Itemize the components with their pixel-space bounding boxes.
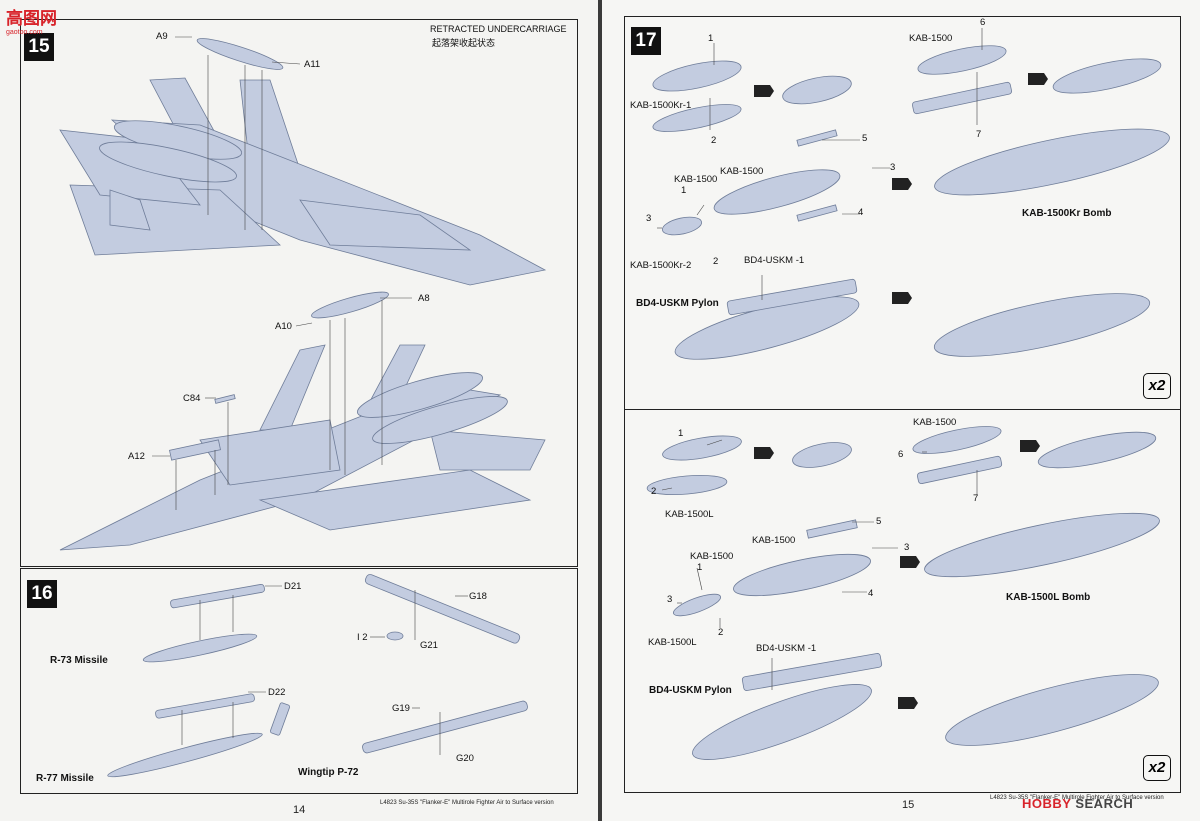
lower-part-3: 3: [904, 542, 910, 553]
step-number-15: 15: [24, 33, 54, 61]
right-page: 17: [602, 0, 1200, 821]
part-a9: A9: [156, 31, 168, 42]
upper-kab1500-top: KAB-1500: [909, 33, 953, 44]
step17-frame: [624, 16, 1181, 793]
lower-part-6: 6: [898, 449, 904, 460]
lower-qty-badge: x2: [1143, 755, 1171, 781]
step16-drawing: [107, 574, 528, 778]
lower-kab1500l: KAB-1500L: [665, 509, 714, 520]
left-page: 15 RETRACTED UNDERCARRIAGE 起落架收起状态: [0, 0, 598, 821]
upper-pylon-part: BD4-USKM -1: [744, 255, 805, 266]
r73-label: R-73 Missile: [50, 655, 108, 666]
upper-bomb-name: KAB-1500Kr Bomb: [1022, 208, 1112, 219]
part-a8: A8: [418, 293, 430, 304]
step17-divider: [624, 409, 1181, 410]
upper-part-3: 3: [890, 162, 896, 173]
upper-kab1500kr2: KAB-1500Kr-2: [630, 260, 692, 271]
step17-drawing: [646, 28, 1170, 760]
step-number-17: 17: [631, 27, 661, 55]
upper-part-7: 7: [976, 129, 982, 140]
lower-part-1: 1: [678, 428, 684, 439]
retracted-note-cn: 起落架收起状态: [432, 38, 496, 48]
lower-part-3b: 3: [667, 594, 673, 605]
footer-left: L4823 Su-35S "Flanker-E" Multirole Fight…: [380, 800, 554, 806]
step15-drawing: [59, 36, 547, 551]
wingtip-label: Wingtip P-72: [298, 767, 359, 778]
upper-qty-badge: x2: [1143, 373, 1171, 399]
step-number-16: 16: [27, 580, 57, 608]
lower-kab1500-mid: KAB-1500: [752, 535, 796, 546]
part-g19: G19: [392, 703, 410, 714]
lower-part-5: 5: [876, 516, 882, 527]
part-d21: D21: [284, 581, 302, 592]
upper-kab1500-left: KAB-1500: [674, 174, 718, 185]
upper-part-1: 1: [708, 33, 714, 44]
part-a10: A10: [275, 321, 292, 332]
upper-part-5: 5: [862, 133, 868, 144]
part-a11: A11: [304, 59, 321, 70]
page-number-right: 15: [902, 799, 915, 811]
part-g20: G20: [456, 753, 474, 764]
upper-part-3b: 3: [646, 213, 652, 224]
watermark-hobbysearch: HOBBY SEARCH: [1022, 796, 1134, 811]
upper-part-4: 4: [858, 207, 864, 218]
upper-part-1b: 1: [681, 185, 687, 196]
lower-part-4: 4: [868, 588, 874, 599]
upper-kab1500-mid: KAB-1500: [720, 166, 764, 177]
lower-kab1500-top: KAB-1500: [913, 417, 957, 428]
part-a12: A12: [128, 451, 145, 462]
upper-pylon-name: BD4-USKM Pylon: [636, 298, 719, 309]
upper-part-2: 2: [711, 135, 717, 146]
lower-pylon-part: BD4-USKM -1: [756, 643, 817, 654]
lower-part-7: 7: [973, 493, 979, 504]
part-i2: I 2: [357, 632, 368, 643]
footer-right: L4823 Su-35S "Flanker-E" Multirole Fight…: [990, 795, 1164, 801]
lower-kab1500-left: KAB-1500: [690, 551, 734, 562]
part-c84: C84: [183, 393, 201, 404]
step15-frame: [20, 19, 578, 567]
step16-frame: [20, 568, 578, 794]
part-d22: D22: [268, 687, 286, 698]
lower-part-2b: 2: [718, 627, 724, 638]
retracted-note: RETRACTED UNDERCARRIAGE: [430, 24, 567, 34]
upper-kab1500kr1: KAB-1500Kr-1: [630, 100, 692, 111]
page-number-left: 14: [293, 804, 306, 816]
lower-part-2: 2: [651, 486, 657, 497]
lower-bomb-name: KAB-1500L Bomb: [1006, 592, 1091, 603]
lower-part-1b: 1: [697, 562, 703, 573]
upper-part-2b: 2: [713, 256, 719, 267]
part-g18: G18: [469, 591, 487, 602]
lower-pylon-name: BD4-USKM Pylon: [649, 685, 732, 696]
lower-kab1500l-2: KAB-1500L: [648, 637, 697, 648]
part-g21: G21: [420, 640, 438, 651]
r77-label: R-77 Missile: [36, 773, 94, 784]
upper-part-6: 6: [980, 17, 986, 28]
